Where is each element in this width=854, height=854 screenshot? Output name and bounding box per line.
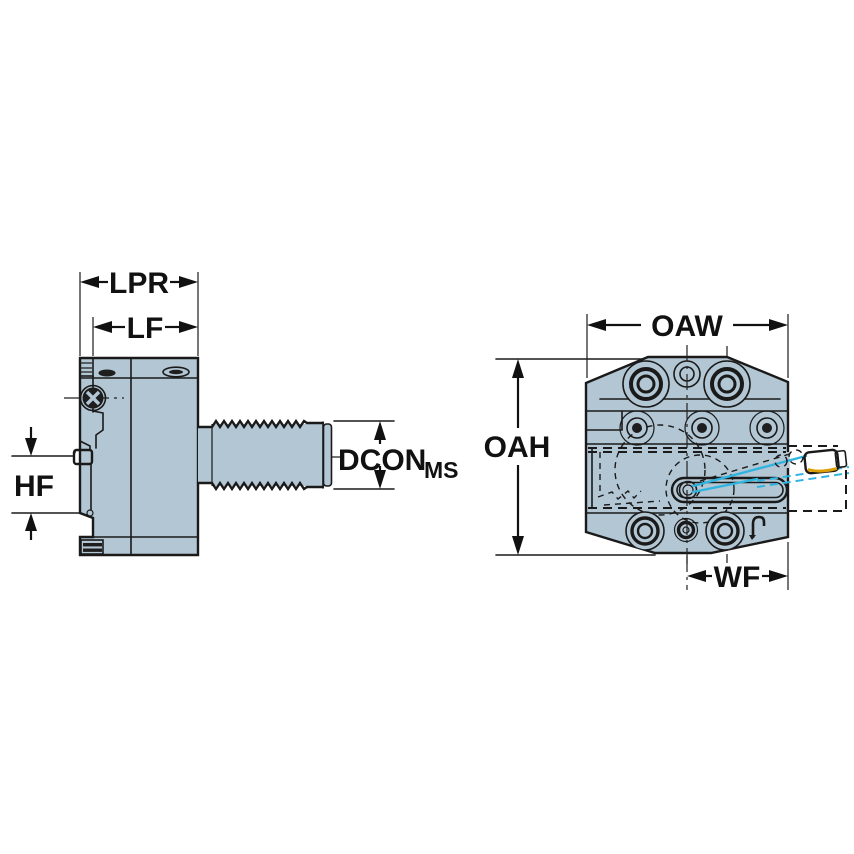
band-left-notch	[585, 410, 623, 431]
orientation-arrow-tip	[749, 535, 756, 540]
hidden-clamp-details	[699, 445, 847, 512]
hidden-shank-circle	[614, 424, 706, 516]
dim-dcon: DCON MS	[333, 420, 459, 490]
dim-label-dcon: DCON	[338, 444, 426, 477]
hidden-bore-circle	[665, 454, 735, 524]
cutting-insert-front	[803, 448, 848, 475]
dim-wf: WF	[686, 542, 789, 594]
bottom-bolt-section	[625, 511, 766, 551]
insert-shade	[807, 467, 838, 473]
bottom-bolt-left	[630, 516, 660, 546]
bottom-serration-block	[80, 539, 104, 555]
dim-oah: OAH	[484, 358, 656, 556]
blade-pocket-outline	[92, 410, 104, 449]
hidden-scribble	[597, 490, 642, 500]
side-view: LPR LF HF DCON MS	[11, 267, 459, 557]
bottom-bolt-right	[710, 516, 740, 546]
slot-pin	[678, 480, 698, 500]
front-view: OAW OAH WF	[484, 310, 850, 594]
dim-label-lpr: LPR	[109, 267, 169, 300]
shank-end-cap	[322, 423, 333, 487]
dim-label-hf: HF	[14, 470, 54, 503]
parting-blade-side	[79, 463, 94, 517]
mid-bolt-right	[749, 410, 785, 446]
dim-hf: HF	[11, 427, 81, 540]
insert-seat-line	[79, 440, 91, 451]
top-serration-block	[79, 357, 94, 377]
orientation-arrow-icon	[751, 515, 766, 538]
dim-oaw: OAW	[586, 310, 789, 378]
bottom-center-bolt	[673, 517, 699, 543]
dim-label-wf: WF	[714, 561, 761, 594]
top-bolt-left	[629, 367, 663, 401]
top-bolt-section	[599, 360, 781, 408]
threaded-shank	[196, 418, 333, 492]
cutting-insert-side	[72, 448, 94, 466]
top-slot-right	[162, 366, 190, 378]
top-slot-left	[98, 369, 116, 377]
dim-label-oah: OAH	[484, 431, 551, 464]
holder-body-side	[78, 356, 200, 557]
top-bolt-right	[710, 367, 744, 401]
dim-lpr: LPR	[79, 267, 199, 356]
clamp-screw	[64, 384, 124, 412]
mid-bolt-center	[684, 410, 720, 446]
dim-label-dcon-subscript: MS	[424, 457, 459, 483]
dim-label-lf: LF	[127, 312, 164, 345]
blade-slot	[670, 476, 789, 504]
dim-lf: LF	[92, 312, 198, 356]
dim-label-oaw: OAW	[651, 310, 723, 343]
